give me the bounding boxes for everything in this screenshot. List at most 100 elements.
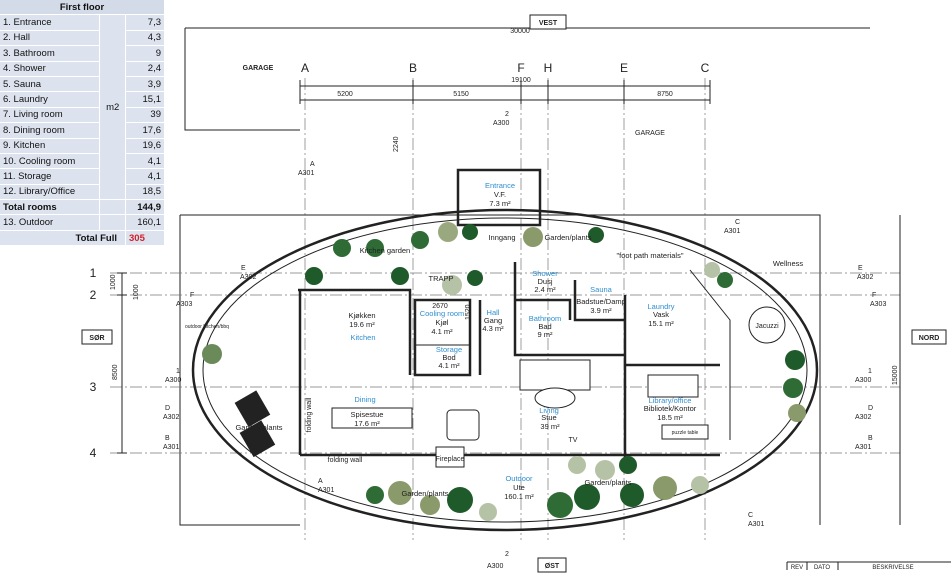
grid-col-b: B bbox=[409, 61, 417, 75]
vest-box bbox=[529, 14, 567, 30]
room-label: 6. Laundry bbox=[0, 91, 101, 108]
title-dato: DATO bbox=[814, 565, 830, 571]
dim-left-8500: 8500 bbox=[112, 364, 119, 380]
grid-row-4: 4 bbox=[90, 446, 97, 460]
room-labels: Entrance V.F. 7.3 m² Kitchen Kjøkken 19.… bbox=[348, 181, 696, 501]
room-area-living: 39 m² bbox=[540, 422, 560, 431]
room-label: 4. Shower bbox=[0, 61, 101, 77]
sor-box bbox=[81, 329, 113, 345]
grid-row-3: 3 bbox=[90, 380, 97, 394]
dim-8750: 8750 bbox=[657, 91, 673, 98]
room-value: 19,6 bbox=[125, 138, 165, 154]
library-sofa bbox=[647, 374, 699, 398]
room-en-entrance: Entrance bbox=[485, 181, 515, 190]
sunbed-2 bbox=[239, 420, 276, 458]
fireplace bbox=[435, 446, 465, 468]
dim-5150: 5150 bbox=[453, 91, 469, 98]
dim-left-1000b: 1000 bbox=[133, 284, 140, 300]
room-value: 3,9 bbox=[125, 76, 165, 93]
room-value: 9 bbox=[125, 45, 165, 62]
sunbed-1 bbox=[234, 390, 271, 428]
room-value: 18,5 bbox=[125, 184, 165, 201]
sec-c-top: C bbox=[735, 219, 740, 226]
ost-label: ØST bbox=[545, 563, 560, 570]
sec-a300-left: A300 bbox=[165, 377, 181, 384]
dim-total: 30000 bbox=[510, 28, 530, 35]
sec-b-left: B bbox=[165, 435, 170, 442]
room-no-hall: Gang bbox=[484, 316, 502, 325]
room-area-kitchen: 19.6 m² bbox=[349, 320, 375, 329]
sec-2-bottom: 2 bbox=[505, 551, 509, 558]
sec-a301-bottomright: A301 bbox=[748, 521, 764, 528]
sofa bbox=[519, 359, 591, 391]
note-tv: TV bbox=[569, 437, 578, 444]
room-value: 4,1 bbox=[125, 168, 165, 185]
sec-f-left: F bbox=[190, 292, 194, 299]
nord-box bbox=[911, 329, 947, 345]
room-value: 15,1 bbox=[125, 91, 165, 108]
room-label: 5. Sauna bbox=[0, 76, 101, 93]
puzzle-table bbox=[661, 424, 709, 440]
room-en-sauna: Sauna bbox=[590, 285, 613, 294]
dim-left-1000a: 1000 bbox=[110, 274, 117, 290]
sec-a303-left: A303 bbox=[176, 301, 192, 308]
room-no-bathroom: Bad bbox=[538, 322, 551, 331]
sec-a300-right: A300 bbox=[855, 377, 871, 384]
sec-1-left: 1 bbox=[176, 368, 180, 375]
sec-a300-bottom: A300 bbox=[487, 563, 503, 570]
annotations: Kitchen garden Garden/plants Garden/plan… bbox=[185, 233, 803, 498]
ost-box bbox=[537, 557, 567, 573]
room-en-dining: Dining bbox=[354, 395, 375, 404]
building-outer-wall bbox=[191, 208, 819, 532]
room-en-bathroom: Bathroom bbox=[529, 314, 562, 323]
room-no-library: Bibliotek/Kontor bbox=[644, 404, 697, 413]
sec-e-right: E bbox=[858, 265, 863, 272]
note-inngang: Inngang bbox=[488, 233, 515, 242]
dim-2240: 2240 bbox=[393, 136, 400, 152]
entrance-porch bbox=[456, 168, 542, 227]
sec-d-right: D bbox=[868, 405, 873, 412]
room-no-laundry: Vask bbox=[653, 310, 669, 319]
sec-a301-left: A301 bbox=[163, 444, 179, 451]
room-area-hall: 4.3 m² bbox=[482, 324, 504, 333]
room-no-shower: Dusj bbox=[537, 277, 552, 286]
area-table-title: First floor bbox=[0, 0, 165, 16]
note-trapp: TRAPP bbox=[428, 274, 453, 283]
building-inner-wall bbox=[202, 217, 808, 523]
room-value: 4,1 bbox=[125, 153, 165, 170]
sec-a301-top: A301 bbox=[298, 170, 314, 177]
grid-col-c: C bbox=[701, 61, 710, 75]
dim-vert-15000: 15000 bbox=[892, 365, 899, 385]
room-en-outdoor: Outdoor bbox=[505, 474, 533, 483]
note-outdoor-kitchen: outdoor kitchen/bbq bbox=[185, 324, 229, 330]
dim-inner: 19100 bbox=[511, 77, 531, 84]
room-area-storage: 4.1 m² bbox=[438, 361, 460, 370]
sec-d-left: D bbox=[165, 405, 170, 412]
room-no-sauna: Badstue/Damp bbox=[576, 297, 626, 306]
room-area-library: 18.5 m² bbox=[657, 413, 683, 422]
room-value: 7,3 bbox=[125, 14, 165, 31]
dim-kitchen-2670: 2670 bbox=[432, 303, 448, 310]
note-foot-path: "foot path materials" bbox=[616, 251, 683, 260]
grid-col-a: A bbox=[301, 61, 309, 75]
note-garden-bottom-left: Garden/plants bbox=[401, 489, 448, 498]
grid-col-e: E bbox=[620, 61, 628, 75]
room-area-laundry: 15.1 m² bbox=[648, 319, 674, 328]
sec-1-right: 1 bbox=[868, 368, 872, 375]
sec-a302-right2: A302 bbox=[855, 414, 871, 421]
room-no-entrance: V.F. bbox=[494, 190, 506, 199]
room-label: 12. Library/Office bbox=[0, 184, 101, 201]
room-en-cooling: Cooling room bbox=[420, 309, 465, 318]
table-row: 5. Sauna 3,9 bbox=[0, 76, 165, 93]
room-en-shower: Shower bbox=[532, 269, 558, 278]
title-block bbox=[786, 561, 951, 570]
room-label: 10. Cooling room bbox=[0, 153, 101, 170]
sec-a302-left2: A302 bbox=[163, 414, 179, 421]
